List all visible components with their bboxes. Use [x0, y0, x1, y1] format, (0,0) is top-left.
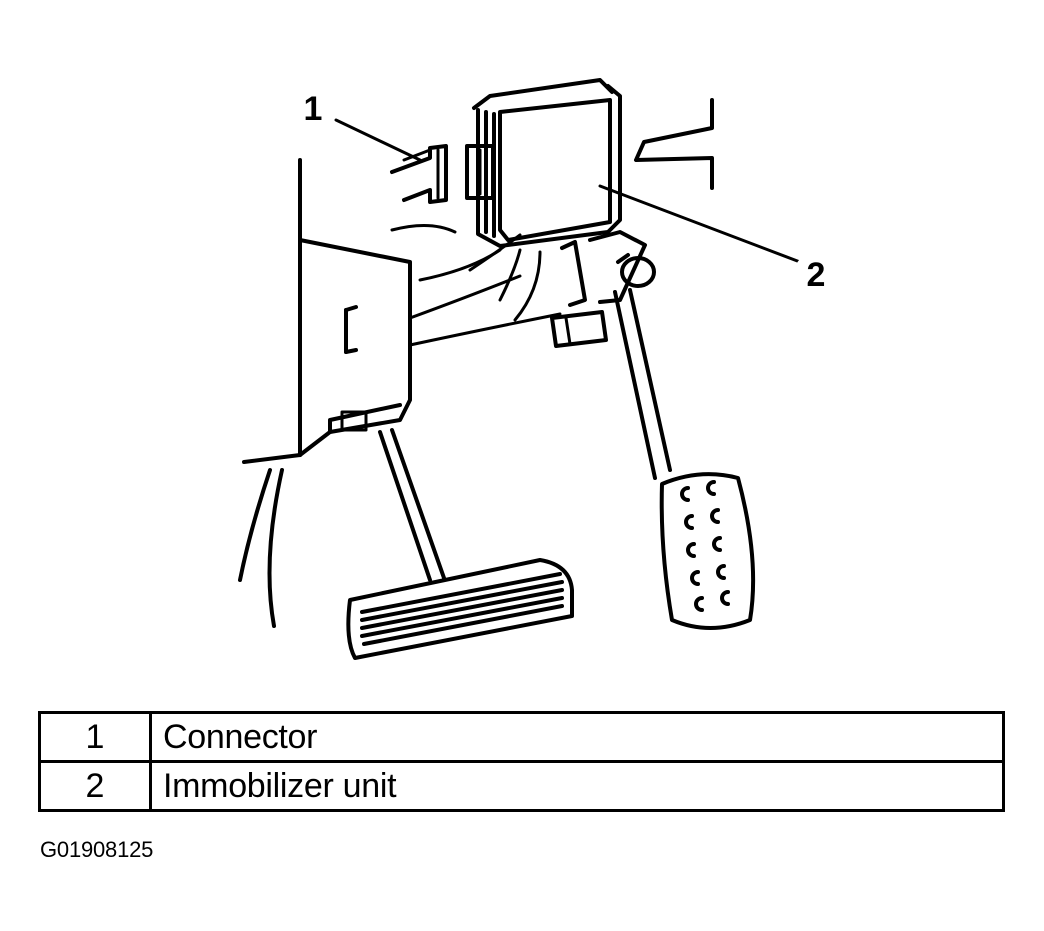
legend-row: 2 Immobilizer unit	[38, 760, 1005, 812]
callout-2-leader	[598, 184, 802, 264]
accelerator-pedal-grip	[680, 480, 730, 612]
legend-description: Immobilizer unit	[149, 760, 1005, 812]
callout-1-leader	[334, 118, 422, 162]
legend-description: Connector	[149, 711, 1005, 763]
accelerator-pedal	[550, 253, 756, 630]
legend-number: 1	[38, 711, 152, 763]
callout-1: 1	[291, 86, 335, 130]
brake-pedal	[346, 428, 574, 660]
connector-part	[390, 144, 448, 204]
immobilizer-location-illustration: 1 2	[238, 78, 838, 660]
side-trim	[634, 98, 714, 190]
floor-tunnel	[238, 468, 284, 628]
brake-pedal-ribs	[360, 572, 564, 646]
dash-panel	[242, 158, 562, 464]
callout-2: 2	[794, 252, 838, 296]
figure-id: G01908125	[40, 837, 154, 862]
svg-text:1: 1	[304, 90, 323, 128]
legend-number: 2	[38, 760, 152, 812]
legend-row: 1 Connector	[38, 711, 1005, 763]
immobilizer-unit-part	[465, 78, 647, 307]
legend-table: 1 Connector 2 Immobilizer unit	[38, 711, 1005, 812]
svg-text:2: 2	[807, 256, 826, 294]
